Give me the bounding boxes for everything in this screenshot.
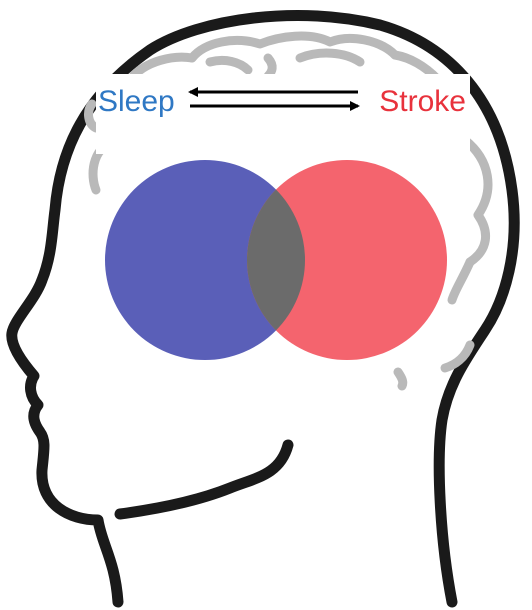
bidirectional-arrows [188,87,360,111]
stroke-circle [247,160,447,360]
sleep-label: Sleep [98,85,175,118]
sleep-circle [105,160,305,360]
venn-diagram [105,160,447,360]
label-band [96,74,470,154]
stroke-label: Stroke [379,85,466,118]
head-silhouette-icon [6,9,520,608]
